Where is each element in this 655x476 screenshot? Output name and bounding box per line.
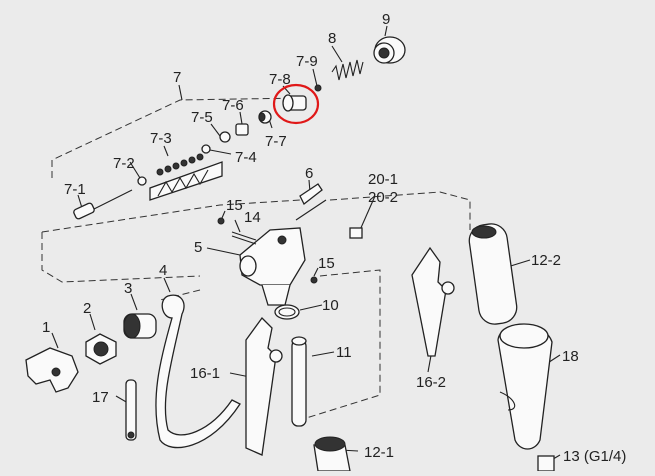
part-12-2-extension [468,223,518,325]
label-20-2: 20-2 [368,189,398,206]
label-7: 7 [173,69,181,86]
label-2: 2 [83,300,91,317]
part-7-9-ball [314,84,322,92]
part-20-filter-bracket [349,227,363,239]
label-7-6: 7-6 [222,97,244,114]
part-3-nut [123,313,157,339]
label-7-5: 7-5 [191,109,213,126]
part-14-pin [231,231,257,245]
part-10-oring [274,304,300,320]
label-8: 8 [328,30,336,47]
part-7-8-needle-seat [282,94,307,112]
label-7-1: 7-1 [64,181,86,198]
label-15-top: 15 [226,197,243,214]
part-7-3-packing-set [149,153,223,201]
label-15-bottom: 15 [318,255,335,272]
label-12-1: 12-1 [364,444,394,461]
part-7-7-seal [258,110,272,124]
part-7-4-washer [201,144,211,154]
label-7-9: 7-9 [296,53,318,70]
part-13-fitting [537,455,555,472]
part-6-pin [295,183,327,221]
label-7-3: 7-3 [150,130,172,147]
part-9-nut [373,36,406,64]
label-7-7: 7-7 [265,133,287,150]
label-3: 3 [124,280,132,297]
label-5: 5 [194,239,202,256]
part-16-2-trigger [411,246,455,357]
part-7-6-nut [235,123,249,136]
label-7-2: 7-2 [113,155,135,172]
part-labels: 9 8 7-9 7-8 7 7-6 7-5 7-7 7-3 7-4 7-2 7-… [42,11,626,465]
label-18: 18 [562,348,579,365]
label-13: 13 (G1/4) [563,448,626,465]
label-7-8: 7-8 [269,71,291,88]
part-8-spring [331,59,364,81]
part-7-2-ring [137,176,147,186]
assembly-boundary [41,97,471,421]
label-14: 14 [244,209,261,226]
part-11-filter [291,336,307,427]
label-9: 9 [382,11,390,28]
label-17: 17 [92,389,109,406]
label-10: 10 [322,297,339,314]
label-7-4: 7-4 [235,149,257,166]
label-6: 6 [305,165,313,182]
part-4-guard [155,294,241,449]
part-7-5-washer [219,131,231,143]
label-4: 4 [159,262,167,279]
label-12-2: 12-2 [531,252,561,269]
part-7-1-needle [73,189,133,220]
part-17-tool [125,379,137,441]
highlight-circle [272,83,320,125]
part-1-tip-guard [25,347,79,393]
label-20-1: 20-1 [368,171,398,188]
part-2-nut [85,333,117,365]
label-16-2: 16-2 [416,374,446,391]
part-16-1-trigger [245,317,283,456]
part-18-handle-cover [497,323,553,450]
label-11: 11 [336,344,352,361]
label-1: 1 [42,319,50,336]
part-15-screw-top [217,217,225,225]
label-16-1: 16-1 [190,365,220,382]
part-15-screw-bottom [310,276,318,284]
part-5-gun-body [239,227,306,306]
part-12-1-handle-bottom [313,436,351,472]
